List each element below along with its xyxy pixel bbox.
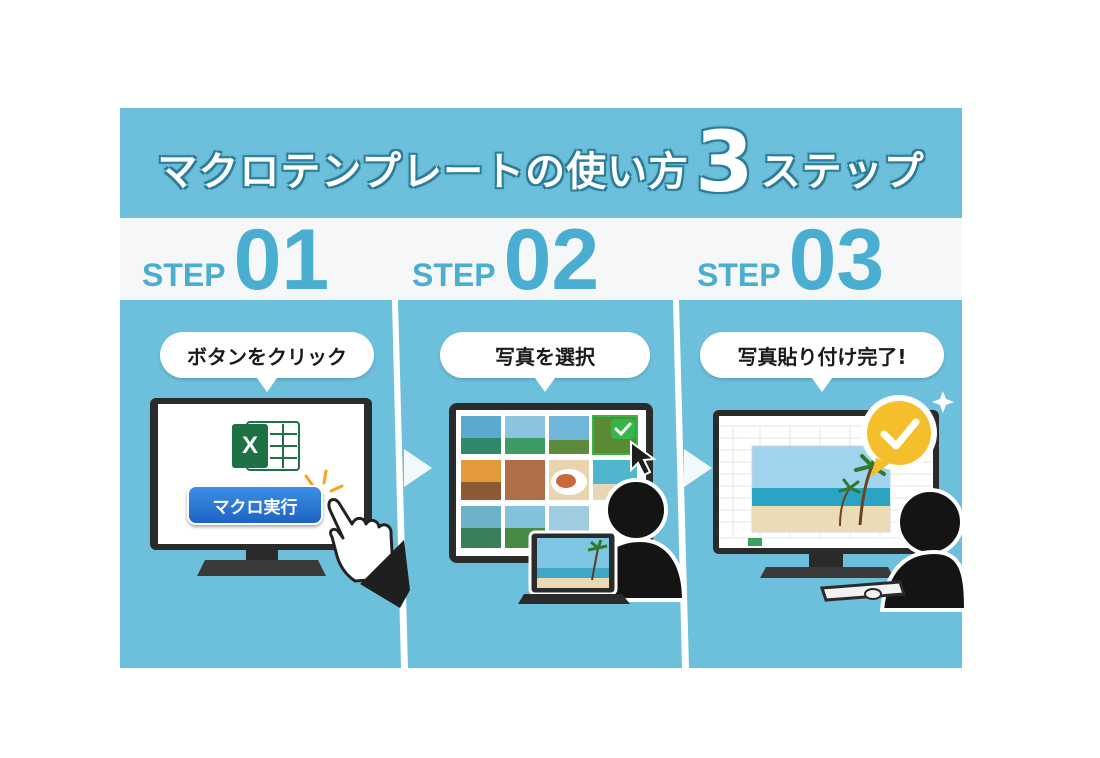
step-heading-3: STEP 03	[697, 212, 885, 308]
keyboard-icon	[819, 580, 907, 602]
mouse-cursor-icon	[630, 440, 657, 477]
step-2-caption: 写真を選択	[440, 332, 650, 392]
sheet-tab	[748, 538, 762, 546]
title-text-main: マクロテンプレートの使い方	[157, 149, 690, 195]
excel-icon-letter: X	[242, 432, 259, 459]
step-3-caption: 写真貼り付け完了!	[700, 332, 944, 392]
arrow-right-icon	[404, 449, 432, 487]
step-1-caption: ボタンをクリック	[160, 332, 374, 392]
step-heading-1: STEP 01	[142, 212, 330, 308]
column-divider	[673, 300, 689, 668]
step-header-band	[120, 218, 962, 300]
excel-icon	[232, 421, 300, 471]
step-label: STEP	[412, 257, 496, 293]
step-number: 03	[788, 212, 885, 308]
step-number: 02	[503, 212, 600, 308]
step-heading-2: STEP 02	[412, 212, 600, 308]
step-label: STEP	[697, 257, 781, 293]
checkmark-icon	[611, 419, 635, 439]
click-spark-icon	[304, 469, 344, 493]
title-text-suffix: ステップ	[760, 149, 925, 195]
step-label: STEP	[142, 257, 226, 293]
checkmark-icon	[861, 391, 954, 478]
pointing-hand-icon	[327, 498, 410, 608]
pasted-photo	[751, 445, 891, 533]
step-number: 01	[233, 212, 330, 308]
run-macro-button[interactable]: マクロ実行	[187, 485, 323, 525]
arrow-right-icon	[684, 449, 712, 487]
laptop-icon	[518, 530, 630, 604]
title-step-count: 3	[695, 113, 755, 211]
